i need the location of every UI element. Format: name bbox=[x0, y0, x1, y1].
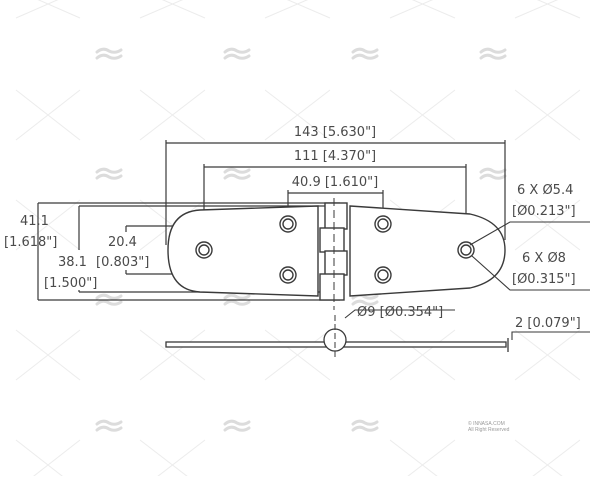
overall-length-label: 143 [5.630"] bbox=[294, 125, 376, 140]
overall-height-inch: [1.618"] bbox=[4, 235, 57, 250]
pin-diameter-label: Ø9 [Ø0.354"] bbox=[357, 305, 443, 320]
leader-lines bbox=[344, 221, 590, 340]
hole-outer-dia-line2: [Ø0.315"] bbox=[512, 272, 576, 287]
hole-outer-dia-line1: 6 X Ø8 bbox=[522, 251, 566, 266]
thickness-label: 2 [0.079"] bbox=[515, 316, 581, 331]
hinge-plan-view bbox=[167, 198, 506, 310]
hole-span-outer-label: 111 [4.370"] bbox=[294, 149, 376, 164]
leaf-height-value: 38.1 bbox=[58, 255, 87, 270]
hole-inner-dia-line2: [Ø0.213"] bbox=[512, 204, 576, 219]
hole-row-spacing-value: 20.4 bbox=[108, 235, 137, 250]
copyright-line1: © INNASA.COM bbox=[468, 421, 505, 427]
overall-height-value: 41.1 bbox=[20, 214, 49, 229]
copyright-line2: All Right Reserved bbox=[468, 427, 510, 433]
copyright-watermark: © INNASA.COM All Right Reserved bbox=[468, 421, 509, 433]
hole-row-spacing-inch: [0.803"] bbox=[96, 255, 149, 270]
hole-span-inner-label: 40.9 [1.610"] bbox=[292, 175, 378, 190]
leaf-height-inch: [1.500"] bbox=[44, 276, 97, 291]
watermark-pattern bbox=[15, 0, 581, 480]
hole-inner-dia-line1: 6 X Ø5.4 bbox=[517, 183, 573, 198]
watermark-wave-icons bbox=[95, 47, 507, 432]
hinge-side-view bbox=[165, 315, 509, 360]
screw-holes bbox=[195, 215, 475, 284]
